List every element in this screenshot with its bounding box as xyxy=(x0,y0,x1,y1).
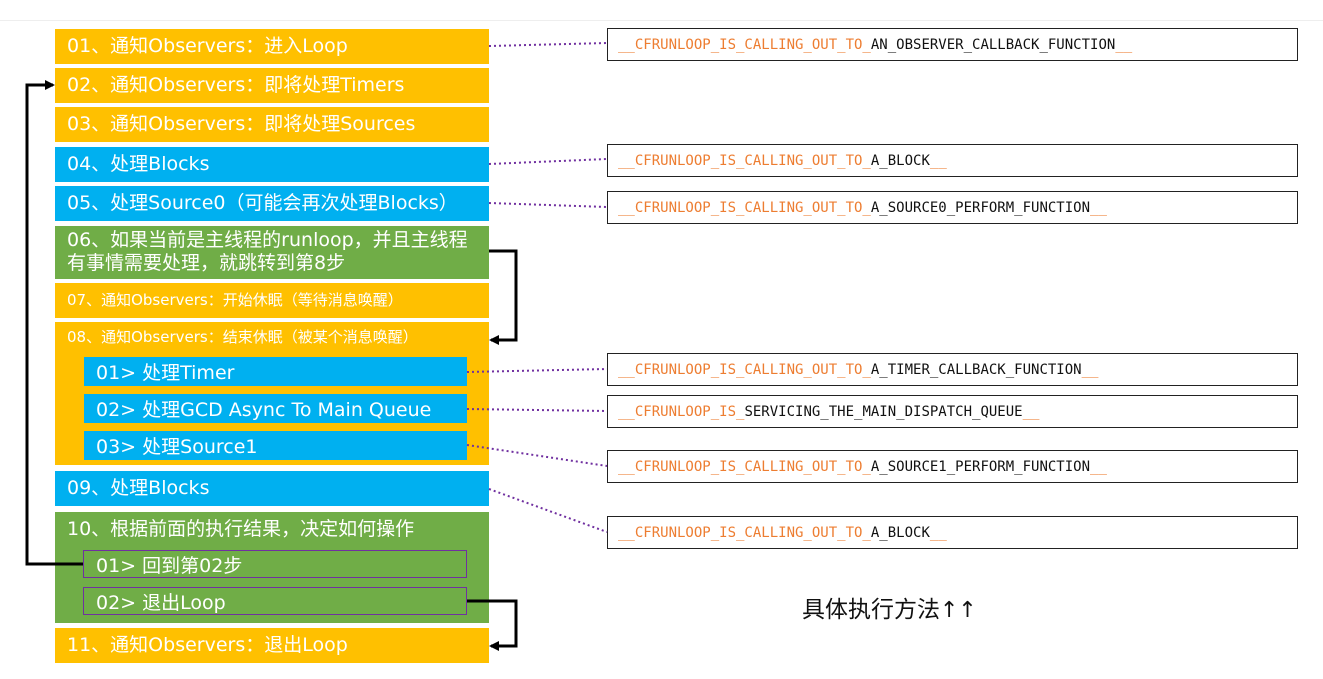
step-05-label: 05、处理Source0（可能会再次处理Blocks） xyxy=(67,191,458,214)
step-09: 09、处理Blocks xyxy=(55,471,489,506)
step-08-sub-01-label: 01> 处理Timer xyxy=(96,362,235,384)
caption-text: 具体执行方法 xyxy=(802,597,940,623)
function-prefix: __CFRUNLOOP_IS_CALLING_OUT_TO_ xyxy=(618,458,871,475)
step-08-sub-02-label: 02> 处理GCD Async To Main Queue xyxy=(96,399,432,421)
step-09-label: 09、处理Blocks xyxy=(67,476,210,499)
leader-line-09 xyxy=(488,488,608,533)
function-box-main-dispatch-queue: __CFRUNLOOP_IS_SERVICING_THE_MAIN_DISPAT… xyxy=(607,395,1298,428)
function-body: SERVICING_THE_MAIN_DISPATCH_QUEUE xyxy=(744,403,1023,420)
function-body: A_BLOCK xyxy=(870,152,930,169)
function-suffix: __ xyxy=(1081,361,1099,378)
step-03-label: 03、通知Observers：即将处理Sources xyxy=(67,112,416,135)
function-prefix: __CFRUNLOOP_IS_CALLING_OUT_TO_ xyxy=(618,152,871,169)
function-prefix: __CFRUNLOOP_IS_CALLING_OUT_TO_ xyxy=(618,524,871,541)
leader-line-01 xyxy=(488,42,608,47)
function-body: A_SOURCE0_PERFORM_FUNCTION xyxy=(870,199,1091,216)
jump-arrow xyxy=(489,249,518,345)
function-suffix: __ xyxy=(1115,36,1133,53)
step-08-sub-03: 03> 处理Source1 xyxy=(84,431,467,460)
step-08-sub-02: 02> 处理GCD Async To Main Queue xyxy=(84,394,467,423)
function-body: A_TIMER_CALLBACK_FUNCTION xyxy=(870,361,1082,378)
function-box-block-09: __CFRUNLOOP_IS_CALLING_OUT_TO_A_BLOCK__ xyxy=(607,516,1298,549)
step-10-sub-01-label: 01> 回到第02步 xyxy=(96,554,243,577)
function-prefix: __CFRUNLOOP_IS_CALLING_OUT_TO_ xyxy=(618,36,871,53)
top-divider xyxy=(0,20,1323,21)
step-10-sub-02-label: 02> 退出Loop xyxy=(96,591,226,614)
function-body: AN_OBSERVER_CALLBACK_FUNCTION xyxy=(870,36,1116,53)
step-10-sub-02: 02> 退出Loop xyxy=(83,587,467,615)
leader-line-04 xyxy=(488,158,608,165)
leader-line-05 xyxy=(488,202,608,208)
function-prefix: __CFRUNLOOP_IS_ xyxy=(618,403,745,420)
function-prefix: __CFRUNLOOP_IS_CALLING_OUT_TO_ xyxy=(618,361,871,378)
step-11-label: 11、通知Observers：退出Loop xyxy=(67,633,348,656)
function-suffix: __ xyxy=(1090,458,1107,475)
function-box-source0: __CFRUNLOOP_IS_CALLING_OUT_TO_A_SOURCE0_… xyxy=(607,191,1298,224)
step-05: 05、处理Source0（可能会再次处理Blocks） xyxy=(55,186,489,221)
step-08-label: 08、通知Observers：结束休眠（被某个消息唤醒） xyxy=(67,328,418,346)
function-suffix: __ xyxy=(929,152,947,169)
function-box-observer-callback: __CFRUNLOOP_IS_CALLING_OUT_TO_AN_OBSERVE… xyxy=(607,28,1298,61)
step-06-label: 06、如果当前是主线程的runloop，并且主线程有事情需要处理，就跳转到第8步 xyxy=(67,229,468,275)
up-arrows-icon: ↑↑ xyxy=(940,598,977,623)
step-04: 04、处理Blocks xyxy=(55,147,489,182)
step-10-sub-01: 01> 回到第02步 xyxy=(83,550,467,578)
step-08-sub-03-label: 03> 处理Source1 xyxy=(96,436,258,458)
function-prefix: __CFRUNLOOP_IS_CALLING_OUT_TO_ xyxy=(618,199,871,216)
function-body: A_SOURCE1_PERFORM_FUNCTION xyxy=(870,458,1091,475)
function-body: A_BLOCK xyxy=(870,524,930,541)
step-10-label: 10、根据前面的执行结果，决定如何操作 xyxy=(67,518,415,540)
step-04-label: 04、处理Blocks xyxy=(67,152,210,175)
step-11: 11、通知Observers：退出Loop xyxy=(55,628,489,663)
function-box-source1: __CFRUNLOOP_IS_CALLING_OUT_TO_A_SOURCE1_… xyxy=(607,450,1298,483)
step-07-label: 07、通知Observers：开始休眠（等待消息唤醒） xyxy=(67,291,403,310)
step-06: 06、如果当前是主线程的runloop，并且主线程有事情需要处理，就跳转到第8步 xyxy=(55,226,489,279)
step-01: 01、通知Observers：进入Loop xyxy=(55,29,489,64)
caption: 具体执行方法↑↑ xyxy=(802,590,977,624)
step-07: 07、通知Observers：开始休眠（等待消息唤醒） xyxy=(55,283,489,318)
function-box-block-04: __CFRUNLOOP_IS_CALLING_OUT_TO_A_BLOCK__ xyxy=(607,144,1298,177)
step-03: 03、通知Observers：即将处理Sources xyxy=(55,107,489,142)
step-08-sub-01: 01> 处理Timer xyxy=(84,357,467,386)
function-suffix: __ xyxy=(929,524,947,541)
function-suffix: __ xyxy=(1022,403,1040,420)
function-box-timer: __CFRUNLOOP_IS_CALLING_OUT_TO_A_TIMER_CA… xyxy=(607,353,1298,386)
step-02: 02、通知Observers：即将处理Timers xyxy=(55,68,489,103)
step-02-label: 02、通知Observers：即将处理Timers xyxy=(67,73,405,96)
function-suffix: __ xyxy=(1090,199,1107,216)
step-01-label: 01、通知Observers：进入Loop xyxy=(67,34,348,57)
